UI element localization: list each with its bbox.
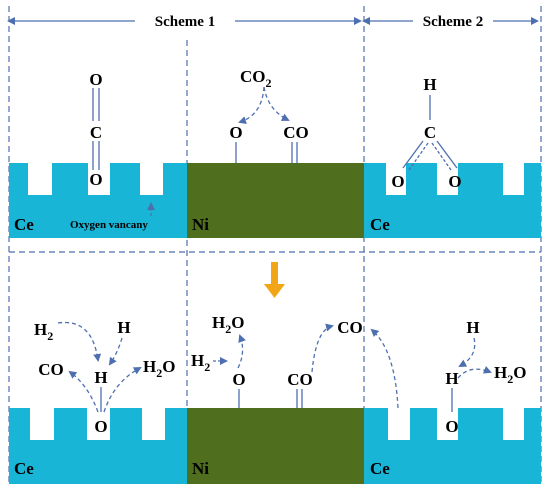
formate-c: C [424,123,436,142]
scheme2-title: Scheme 2 [423,14,483,30]
ni-label-top: Ni [192,215,209,234]
bm-co-desorb-arrow [311,323,334,373]
ceria-surface-bottom-right [364,408,541,484]
bm-o-label: O [232,370,245,389]
ceria-surface-top-right [364,163,541,238]
co2-o-bottom: O [89,170,102,189]
ni-co-label: CO [283,123,309,142]
bm-h2o-label: H2O [212,313,244,336]
ce-label-top-left: Ce [14,215,34,234]
formate-o-left: O [391,172,404,191]
br-h2o-label: H2O [494,363,526,386]
formate-co-bond-right-dashed [431,142,452,171]
formate-h: H [423,75,436,94]
formate-co-bond-left-dashed [408,142,429,171]
co2-c: C [90,123,102,142]
bl-h2o-label: H2O [143,357,175,380]
bl-h2-label: H2 [34,320,53,343]
br-o-label: O [445,417,458,436]
br-co-return-arrow [370,328,399,409]
formate-co-bond-right [436,140,458,169]
bm-h2-label: H2 [191,351,210,374]
bl-h-top: H [117,318,130,337]
bl-h-arrow [108,337,123,366]
ceria-surface-top-left [9,163,187,238]
scheme1-title: Scheme 1 [155,14,215,30]
ce-label-top-right: Ce [370,215,390,234]
bl-h2-arrow [57,321,102,362]
ceria-surface-bottom-left [9,408,187,484]
bm-co-far-label: CO [337,318,363,337]
ni-co2-to-co-arrow [263,86,290,121]
co2-o-top: O [89,70,102,89]
formate-co-bond-left [402,140,424,169]
bl-h2o-release-arrow [103,367,142,413]
formate-o-right: O [448,172,461,191]
ni-co2-label: CO2 [240,67,272,90]
br-h-arrow [458,337,476,367]
ni-o-label: O [229,123,242,142]
bl-co-release-arrow [68,370,99,413]
down-arrow [264,262,285,298]
br-h-top: H [466,318,479,337]
bm-h2o-arrow [237,334,246,369]
bl-co-label: CO [38,360,64,379]
oxygen-vacancy-label: Oxygen vancany [70,219,148,231]
ce-label-bottom-left: Ce [14,459,34,478]
br-h-mid: H [445,369,458,388]
bm-co-label: CO [287,370,313,389]
bl-h-mid: H [94,368,107,387]
ni-label-bottom: Ni [192,459,209,478]
ni-co2-to-o-arrow [238,86,265,124]
ce-label-bottom-right: Ce [370,459,390,478]
nickel-surface-top [187,163,364,238]
bl-o-label: O [94,417,107,436]
nickel-surface-bottom [187,408,364,484]
br-h2o-arrow [457,366,492,379]
